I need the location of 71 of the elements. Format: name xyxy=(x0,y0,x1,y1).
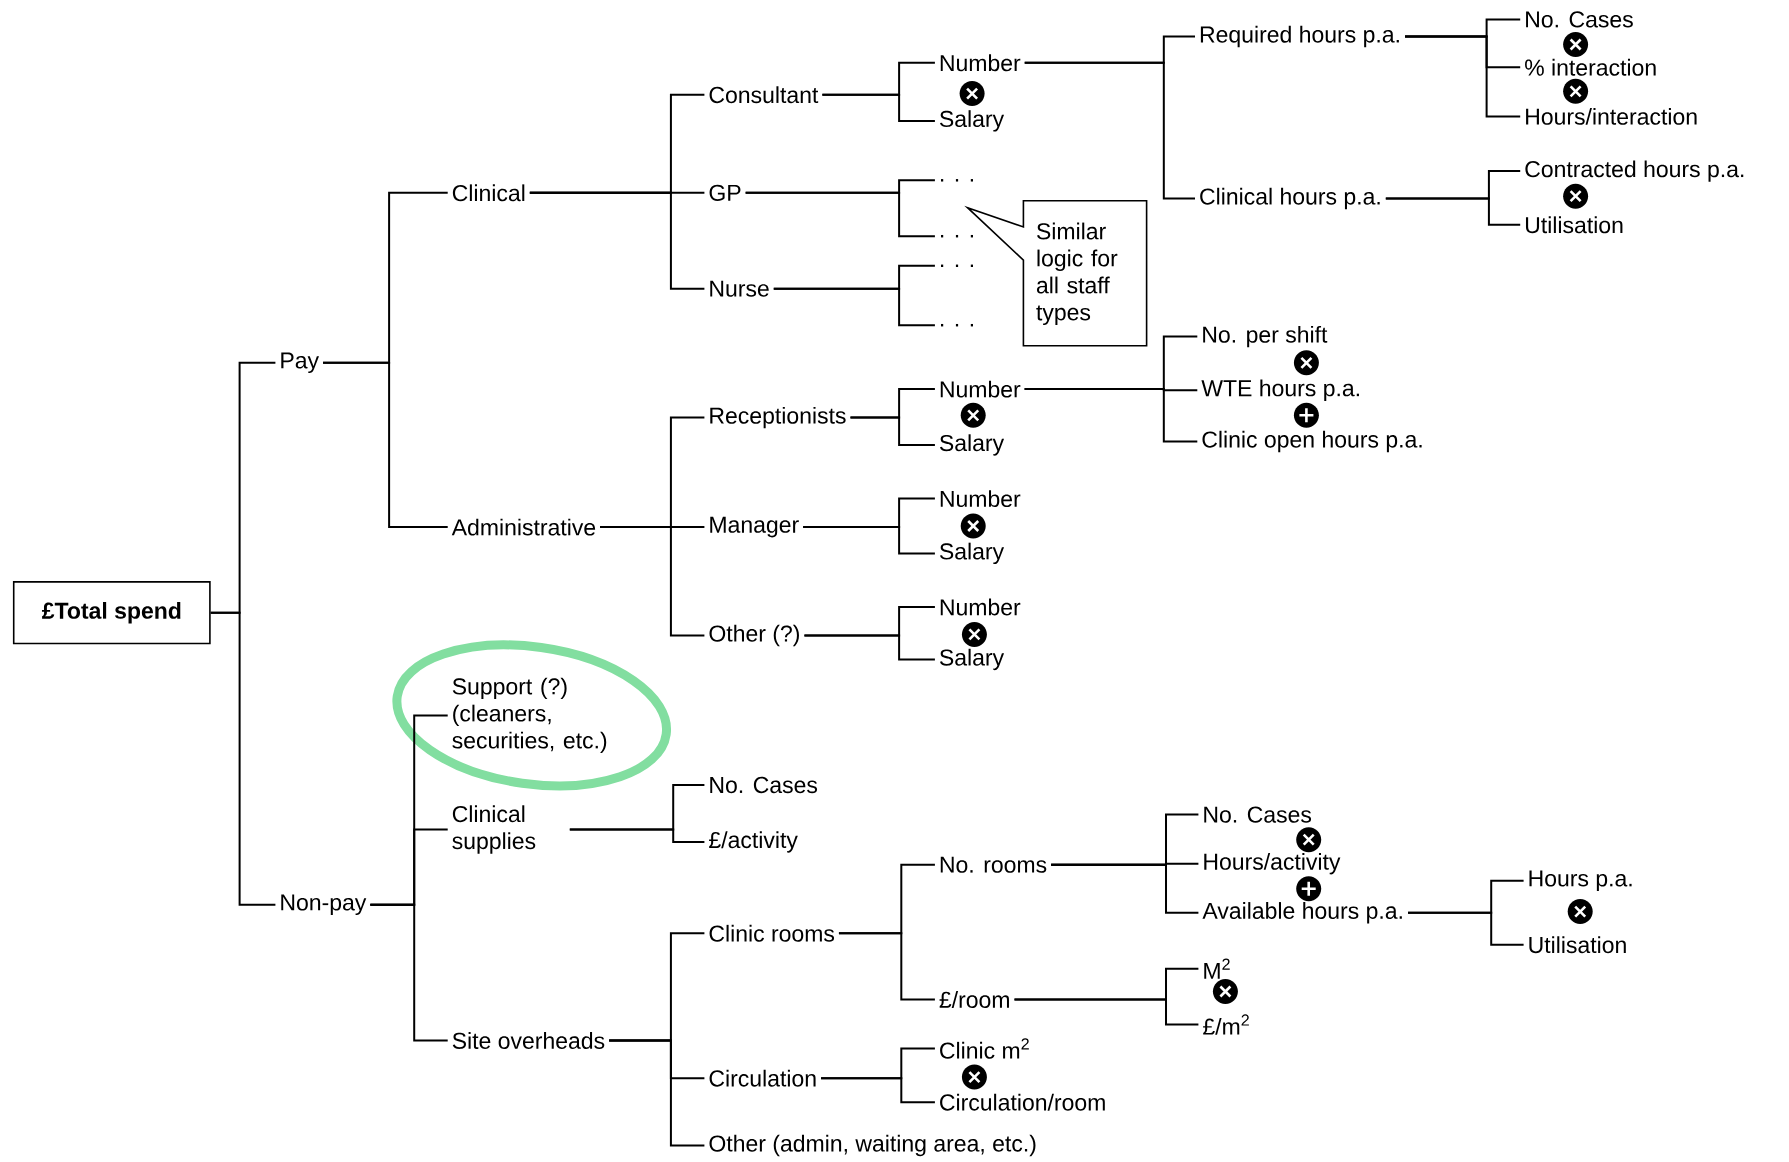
tree-label: Required hours p.a. xyxy=(1200,25,1399,48)
bracket-connector xyxy=(209,611,277,906)
tree-label: Non-pay xyxy=(281,894,367,916)
tree-label: Other (admin, waiting area, etc.) xyxy=(709,1134,1036,1157)
tree-label: Utilisation xyxy=(1529,936,1626,954)
tree-label: Nurse xyxy=(710,280,769,297)
tree-label: Circulation xyxy=(709,1069,816,1087)
tree-label: M$^{2}$ xyxy=(1204,958,1230,979)
tree-label: No. Cases xyxy=(1526,11,1633,28)
tree-label: Hours p.a. xyxy=(1529,870,1632,892)
tree-label: Support (?) (cleaners, securities, etc.) xyxy=(452,677,607,754)
bracket-connector xyxy=(1023,61,1196,200)
tree-label: Contracted hours p.a. xyxy=(1525,160,1744,182)
tree-label: Site overheads xyxy=(452,1032,605,1049)
tree-label: Hours/activity xyxy=(1204,852,1341,875)
bracket-connector xyxy=(528,191,706,290)
tree-label: Number xyxy=(940,380,1021,398)
tree-label: % interaction xyxy=(1525,58,1656,76)
tree-label: £/room xyxy=(939,991,1009,1008)
bracket-connector xyxy=(821,93,936,122)
tree-label: Salary xyxy=(939,648,1005,671)
tree-label: Manager xyxy=(710,516,799,538)
tree-label: No. Cases xyxy=(1204,806,1312,823)
bracket-connector xyxy=(820,1077,936,1104)
tree-label: Clinical xyxy=(452,184,525,202)
tree-label: Consultant xyxy=(709,86,819,104)
bracket-connector xyxy=(1407,911,1525,946)
bracket-connector xyxy=(772,287,936,327)
tree-label: £/activity xyxy=(709,831,798,853)
tree-label: Available hours p.a. xyxy=(1202,902,1402,924)
tree-label: Receptionists xyxy=(710,406,846,429)
bracket-connector xyxy=(369,903,449,1042)
bracket-connector xyxy=(608,1039,706,1147)
tree-label: Number xyxy=(940,490,1021,508)
tree-label: Number xyxy=(940,598,1021,616)
tree-label: Hours/interaction xyxy=(1526,107,1697,125)
tree-label: WTE hours p.a. xyxy=(1201,379,1359,401)
tree-label: Utilisation xyxy=(1526,216,1623,234)
tree-label: Salary xyxy=(939,434,1005,456)
bracket-connector xyxy=(744,191,936,238)
tree-label: Clinic rooms xyxy=(709,924,835,942)
bracket-connector xyxy=(1013,998,1200,1026)
tree-label: Salary xyxy=(939,542,1005,565)
tree-label: GP xyxy=(709,184,741,201)
bracket-connector xyxy=(1404,35,1522,118)
bracket-connector xyxy=(1050,863,1200,914)
bracket-connector xyxy=(599,526,706,637)
tree-label: Clinic m$^{2}$ xyxy=(940,1038,1029,1059)
tree-label: Clinical hours p.a. xyxy=(1200,187,1380,210)
bracket-connector xyxy=(837,932,936,1001)
tree-label: No. rooms xyxy=(940,856,1047,873)
tree-label: Clinical supplies xyxy=(452,805,536,854)
bracket-connector xyxy=(568,828,706,843)
tree-label: Pay xyxy=(281,352,319,374)
tree-label: Administrative xyxy=(451,518,596,536)
tree-label: Clinic open hours p.a. xyxy=(1202,430,1422,453)
bracket-connector xyxy=(1023,388,1199,443)
bracket-connector xyxy=(322,361,449,529)
bracket-connector xyxy=(849,416,936,446)
tree-label: No. per shift xyxy=(1203,325,1328,348)
tree-label: . . . xyxy=(941,179,973,182)
bracket-connector xyxy=(803,634,936,661)
tree-label: Other (?) xyxy=(709,624,799,647)
tree-label: Circulation/room xyxy=(940,1093,1105,1111)
tree-label: No. Cases xyxy=(710,776,818,794)
root-box: £Total spend xyxy=(12,581,211,645)
bracket-connector xyxy=(802,526,936,555)
tree-label: Number xyxy=(940,54,1021,72)
bracket-connector xyxy=(1384,197,1522,226)
tree-label: £/m$^{2}$ xyxy=(1203,1014,1249,1035)
tree-label: Salary xyxy=(939,110,1005,132)
